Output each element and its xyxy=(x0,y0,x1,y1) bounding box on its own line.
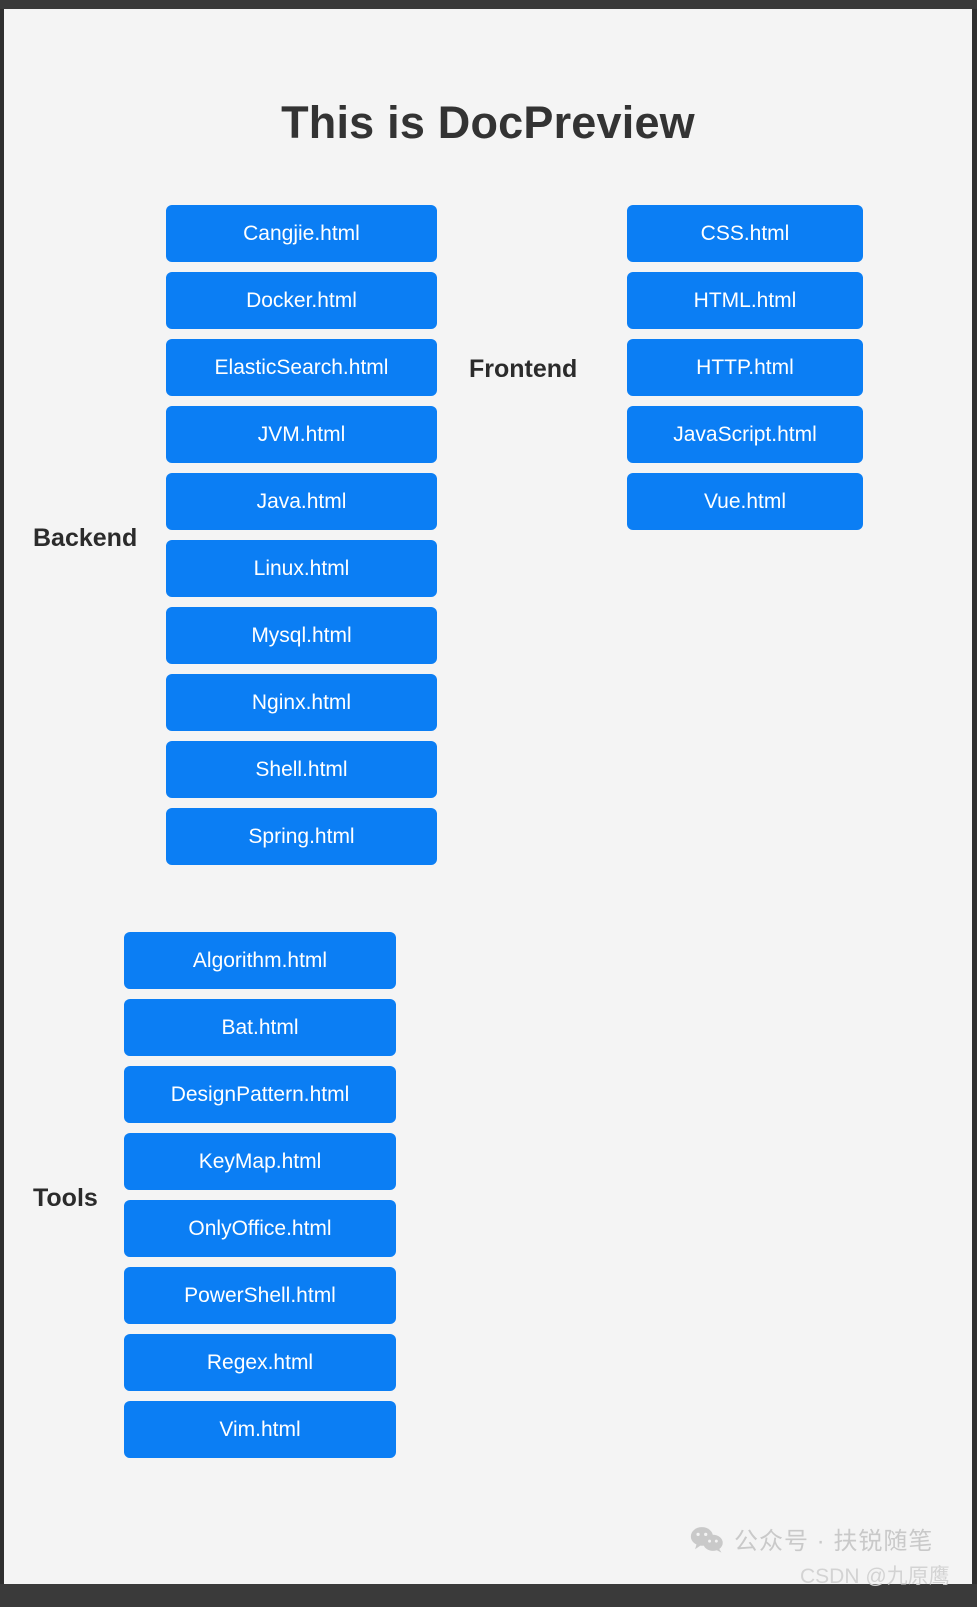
doc-link-html[interactable]: HTML.html xyxy=(627,272,863,329)
window-chrome-right xyxy=(972,9,977,1584)
doc-link-java[interactable]: Java.html xyxy=(166,473,437,530)
doc-link-css[interactable]: CSS.html xyxy=(627,205,863,262)
group-list-backend: Cangjie.html Docker.html ElasticSearch.h… xyxy=(166,205,437,865)
group-label-tools: Tools xyxy=(33,1184,98,1212)
doc-link-docker[interactable]: Docker.html xyxy=(166,272,437,329)
doc-link-linux[interactable]: Linux.html xyxy=(166,540,437,597)
page-title: This is DocPreview xyxy=(281,97,695,148)
doc-link-http[interactable]: HTTP.html xyxy=(627,339,863,396)
watermark: 公众号 · 扶锐随笔 xyxy=(690,1521,933,1556)
window-chrome-top xyxy=(0,0,977,9)
doc-link-javascript[interactable]: JavaScript.html xyxy=(627,406,863,463)
doc-link-shell[interactable]: Shell.html xyxy=(166,741,437,798)
window-chrome-bottom xyxy=(0,1584,977,1607)
doc-link-designpattern[interactable]: DesignPattern.html xyxy=(124,1066,396,1123)
doc-link-keymap[interactable]: KeyMap.html xyxy=(124,1133,396,1190)
doc-link-algorithm[interactable]: Algorithm.html xyxy=(124,932,396,989)
doc-link-regex[interactable]: Regex.html xyxy=(124,1334,396,1391)
doc-link-cangjie[interactable]: Cangjie.html xyxy=(166,205,437,262)
doc-link-bat[interactable]: Bat.html xyxy=(124,999,396,1056)
doc-link-vue[interactable]: Vue.html xyxy=(627,473,863,530)
watermark-credit: CSDN @九原鹰 xyxy=(800,1565,950,1588)
wechat-icon xyxy=(690,1525,724,1553)
window-chrome-left xyxy=(0,9,4,1584)
group-list-frontend: CSS.html HTML.html HTTP.html JavaScript.… xyxy=(627,205,863,530)
watermark-text: 公众号 · 扶锐随笔 xyxy=(734,1528,934,1555)
group-label-frontend: Frontend xyxy=(469,355,578,383)
doc-link-elasticsearch[interactable]: ElasticSearch.html xyxy=(166,339,437,396)
doc-link-jvm[interactable]: JVM.html xyxy=(166,406,437,463)
doc-link-onlyoffice[interactable]: OnlyOffice.html xyxy=(124,1200,396,1257)
group-list-tools: Algorithm.html Bat.html DesignPattern.ht… xyxy=(124,932,396,1458)
doc-link-vim[interactable]: Vim.html xyxy=(124,1401,396,1458)
doc-link-spring[interactable]: Spring.html xyxy=(166,808,437,865)
doc-preview-page: This is DocPreview Backend Cangjie.html … xyxy=(4,9,972,1588)
doc-link-mysql[interactable]: Mysql.html xyxy=(166,607,437,664)
doc-link-nginx[interactable]: Nginx.html xyxy=(166,674,437,731)
group-label-backend: Backend xyxy=(33,524,138,552)
doc-link-powershell[interactable]: PowerShell.html xyxy=(124,1267,396,1324)
